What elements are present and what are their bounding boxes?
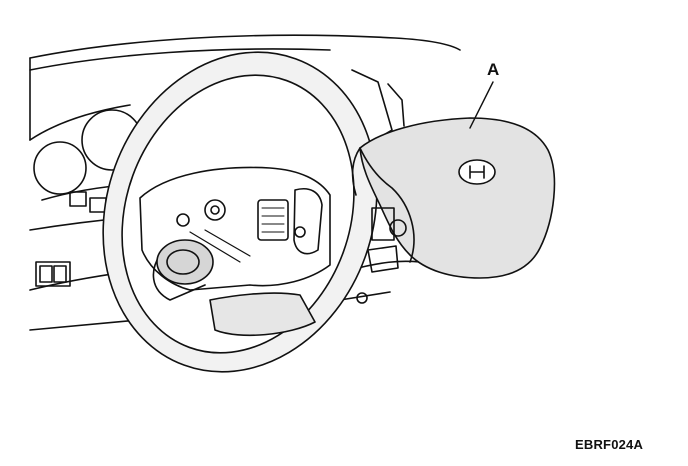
center-console [356,207,407,304]
figure-code: EBRF024A [575,437,644,452]
dashboard [29,34,461,331]
callout-label-a: A [487,60,500,79]
steering-wheel [102,51,378,373]
airbag-module [351,81,556,279]
